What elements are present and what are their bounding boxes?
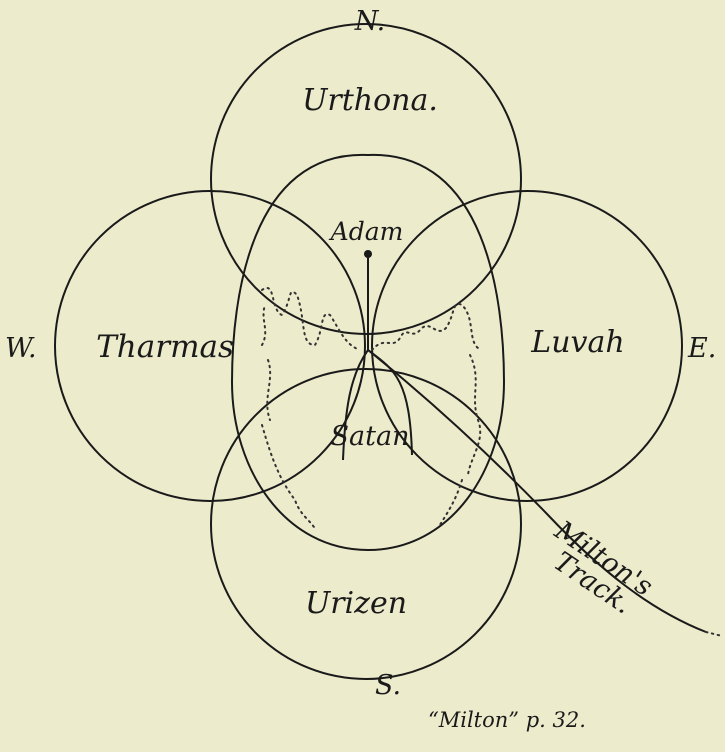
urizen-label: Urizen xyxy=(305,586,407,621)
left-lower-flames xyxy=(262,425,316,530)
south-label: S. xyxy=(375,670,401,701)
satan-label: Satan xyxy=(331,421,410,452)
right-lower-flames xyxy=(438,480,462,528)
adam-label: Adam xyxy=(329,217,404,246)
west-label: W. xyxy=(5,333,37,364)
right-upper-flames xyxy=(372,304,478,350)
urthona-label: Urthona. xyxy=(302,83,438,118)
urizen-circle xyxy=(211,369,521,679)
luvah-circle xyxy=(372,191,682,501)
left-upper-flames xyxy=(262,288,360,350)
urthona-circle xyxy=(211,24,521,334)
tharmas-label: Tharmas xyxy=(96,329,234,365)
right-side-flames xyxy=(468,355,480,475)
caption: “Milton” p. 32. xyxy=(428,708,586,732)
north-label: N. xyxy=(354,6,385,37)
mundane-egg xyxy=(232,155,504,550)
milton-track-line xyxy=(368,350,706,632)
luvah-label: Luvah xyxy=(530,325,624,360)
milton-track-dots xyxy=(706,632,722,636)
east-label: E. xyxy=(687,333,716,364)
